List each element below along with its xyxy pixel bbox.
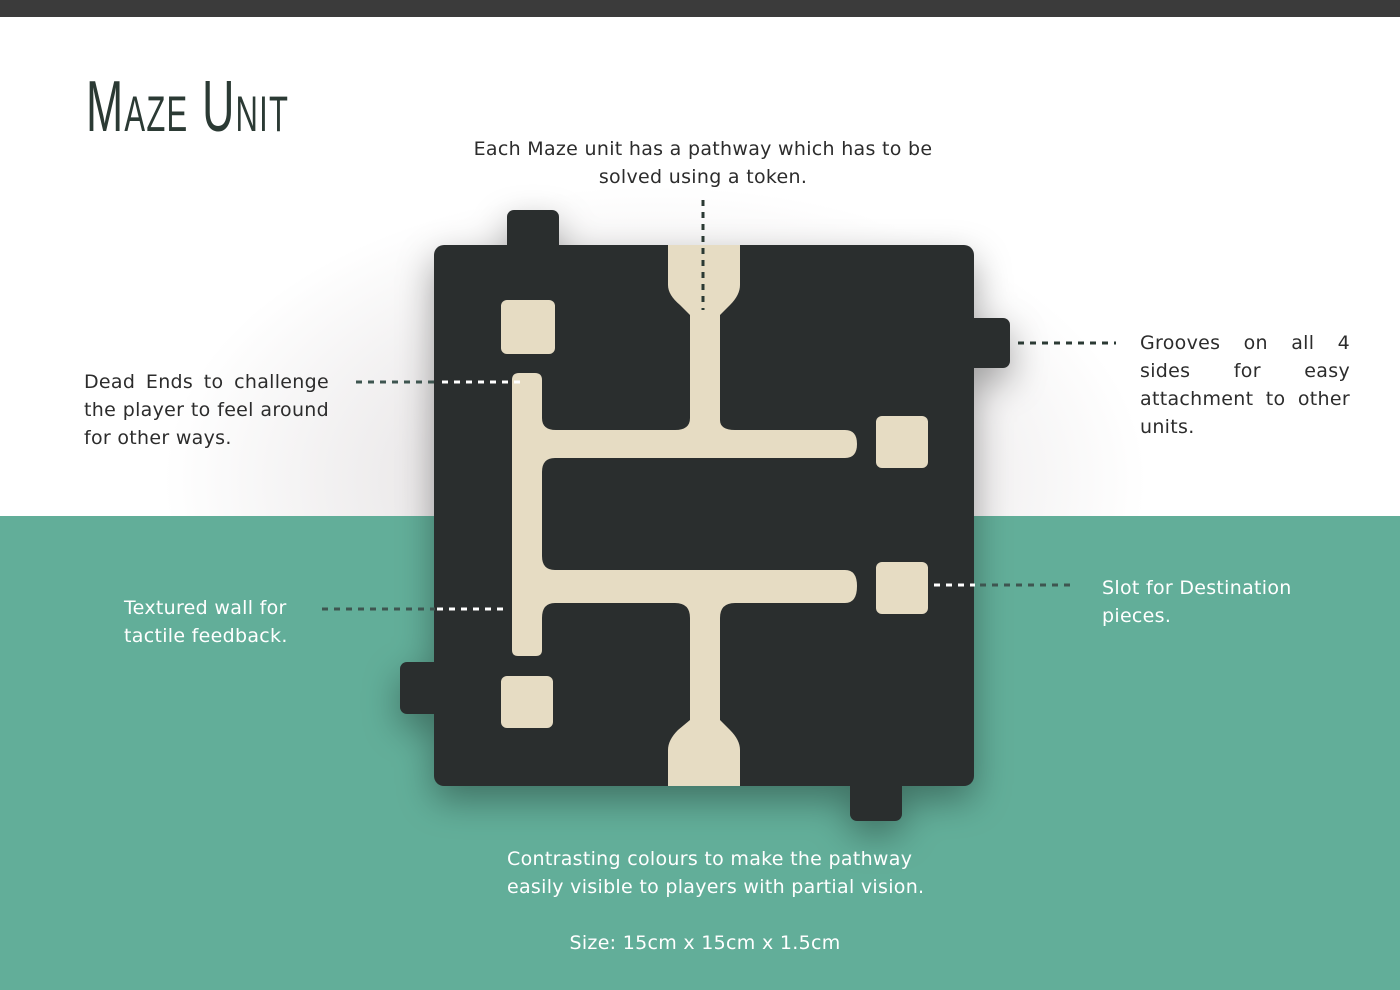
maze-board xyxy=(400,210,1010,821)
top-bar xyxy=(0,0,1400,17)
annotation-grooves: Grooves on all 4 sides for easy attachme… xyxy=(1140,332,1350,438)
page-title: Maze Unit xyxy=(86,67,290,147)
size-label: Size: 15cm x 15cm x 1.5cm xyxy=(569,932,841,954)
destination-slot xyxy=(876,562,928,614)
groove-tab-bottom xyxy=(850,775,902,821)
annotation-pathway: Each Maze unit has a pathway which has t… xyxy=(473,138,933,188)
annotation-dead-ends: Dead Ends to challenge the player to fee… xyxy=(84,371,329,449)
annotation-textured-wall: Textured wall for tactile feedback. xyxy=(124,597,288,647)
destination-slot xyxy=(501,300,555,354)
groove-tab-top xyxy=(507,210,559,255)
destination-slot xyxy=(501,676,553,728)
annotation-slot: Slot for Destination pieces. xyxy=(1102,577,1292,627)
destination-slot xyxy=(876,416,928,468)
leader-lines xyxy=(322,200,1116,611)
groove-tab-left xyxy=(400,662,445,714)
annotation-contrast: Contrasting colours to make the pathway … xyxy=(507,848,925,898)
board-body xyxy=(434,245,974,786)
maze-pathway xyxy=(501,245,928,786)
